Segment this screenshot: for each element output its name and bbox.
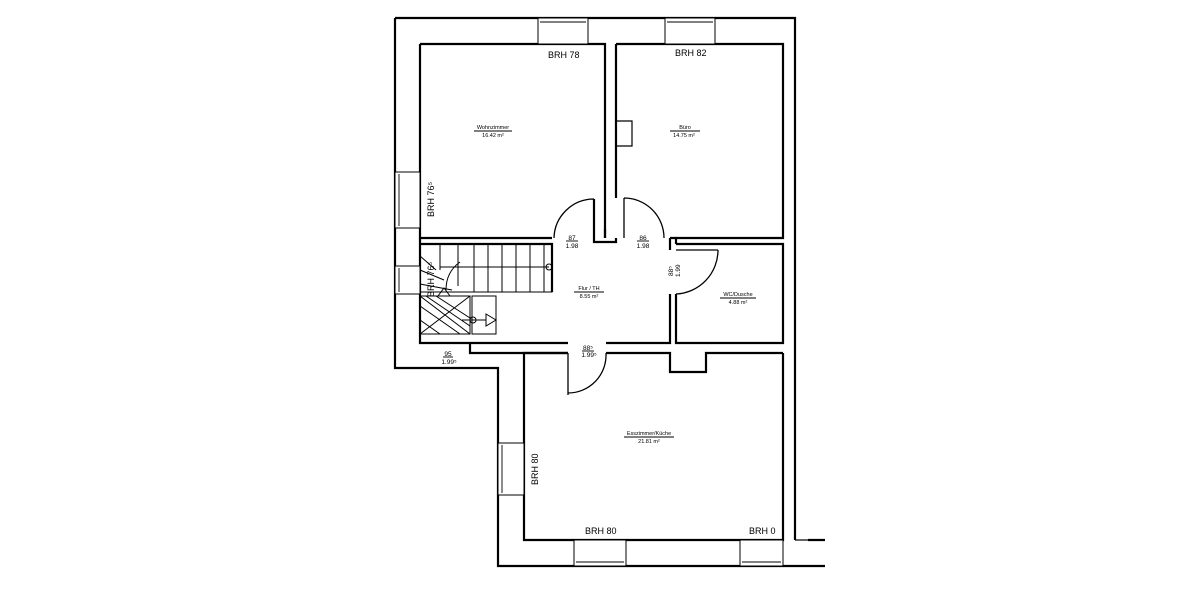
door5-height: 1.99⁵ [441,359,457,366]
door-buero [623,197,665,239]
room-name-esszimmer: Esszimmer/Küche [627,431,671,437]
door5-width: 95 [444,351,452,358]
room-walls [418,42,785,542]
wc-walls [674,242,785,345]
buero-walls [614,42,785,240]
door3-height: 1.99 [675,264,682,277]
door3-width: 88⁵ [668,266,675,276]
door-wc [675,249,719,295]
stair-arrow-icon [437,287,451,297]
brh-wohnzimmer-left: BRH 76⁵ [426,181,436,217]
windows [394,17,784,567]
esszimmer-walls [522,351,785,542]
brh-buero-top: BRH 82 [675,48,707,58]
brh-labels: BRH 78 BRH 82 BRH 76⁵ BRH 76⁵ BRH 80 BRH… [426,48,776,536]
brh-esszimmer-bottom-left: BRH 80 [585,526,617,536]
staircase [419,243,553,335]
room-labels: Wohnzimmer 16.42 m² Büro 14.75 m² Flur /… [474,125,756,445]
room-area-wc: 4.88 m² [729,300,748,306]
room-area-wohnzimmer: 16.42 m² [482,133,504,139]
brh-esszimmer-bottom-right: BRH 0 [749,526,776,536]
door-dimensions: 87 1.98 86 1.98 88⁵ 1.99 88⁵ 1.99⁵ 95 1.… [441,235,682,366]
door4-height: 1.99⁵ [581,352,597,359]
room-name-wohnzimmer: Wohnzimmer [477,125,509,131]
door-wohnzimmer [553,198,595,239]
door4-width: 88⁵ [583,345,593,352]
doors [553,197,719,395]
flur-walls [470,238,672,345]
door1-height: 1.98 [566,243,579,250]
room-area-esszimmer: 21.81 m² [638,439,660,445]
room-name-wc: WC/Dusche [723,292,752,298]
room-name-flur: Flur / TH [578,286,599,292]
door2-width: 86 [639,235,647,242]
wohnzimmer-walls [418,42,607,240]
brh-esszimmer-left: BRH 80 [530,453,540,485]
brh-wohnzimmer-top: BRH 78 [548,50,580,60]
room-area-flur: 8.55 m² [580,294,599,300]
door1-width: 87 [568,235,576,242]
brh-stair-left: BRH 76⁵ [426,261,436,297]
door-esszimmer [567,352,607,395]
room-area-buero: 14.75 m² [673,133,695,139]
room-name-buero: Büro [679,125,691,131]
door2-height: 1.98 [637,243,650,250]
